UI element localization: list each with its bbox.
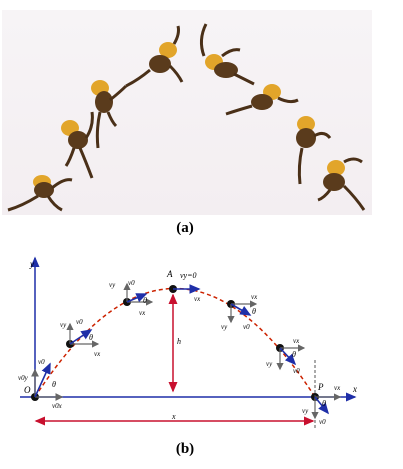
v0-vector-landing (314, 396, 330, 415)
vx-label-2: vx (139, 309, 146, 317)
photo-panel: (a) (2, 10, 372, 236)
vy-label-4: vy (221, 323, 228, 331)
vy-label-landing: vy (302, 407, 309, 415)
theta-label-landing: θ (322, 399, 326, 408)
monkey-figure-6 (225, 84, 299, 116)
projectile-diagram: y x O θ v0 v0y v0x vy v0 θ vx vy v0 (18, 256, 357, 457)
v0-label-4: v0 (243, 323, 250, 331)
v0-vector-4 (230, 303, 252, 316)
x-axis-label: x (352, 384, 357, 394)
theta-label-1: θ (89, 333, 93, 342)
v0-label-origin: v0 (38, 358, 45, 366)
vx-label-4: vx (251, 293, 258, 301)
v0-label-1: v0 (76, 318, 83, 326)
vx-label-landing: vx (334, 384, 341, 392)
v0-vector-2 (126, 293, 148, 303)
v0-vector-5 (279, 347, 297, 366)
v0x-label: v0x (52, 402, 63, 410)
v0-label-2: v0 (128, 279, 135, 287)
apex-label: A (166, 269, 173, 279)
range-label: x (171, 412, 176, 421)
vx-label-5: vx (293, 337, 300, 345)
caption-b: (b) (176, 441, 194, 457)
v0-vector-origin (34, 362, 51, 398)
monkey-figure-3 (91, 80, 128, 149)
projectile-diagram-panel: y x O θ v0 v0y v0x vy v0 θ vx vy v0 (0, 240, 403, 465)
monkey-figure-5 (199, 23, 255, 86)
v0-label-landing: v0 (319, 418, 326, 426)
vy-label-5: vy (266, 360, 273, 368)
caption-a: (a) (176, 220, 194, 236)
vy-label-2: vy (109, 281, 116, 289)
monkey-figure-8 (317, 157, 366, 211)
theta-label-5: θ (292, 350, 296, 359)
origin-label: O (24, 385, 31, 395)
v0y-label: v0y (18, 374, 29, 382)
monkey-figure-2 (61, 111, 94, 179)
vy-label-1: vy (60, 321, 67, 329)
monkey-figure-1 (7, 175, 73, 212)
y-axis-label: y (29, 259, 34, 269)
landing-label: P (317, 382, 324, 392)
vx-label-1: vx (94, 350, 101, 358)
monkey-leap-photo: (a) (2, 10, 372, 236)
theta-label-origin: θ (52, 380, 56, 389)
vy-zero-label: vy=0 (180, 271, 197, 280)
monkey-figure-4 (125, 25, 184, 88)
monkey-figure-7 (296, 116, 332, 185)
theta-label-4: θ (252, 307, 256, 316)
vx-label-apex: vx (194, 295, 201, 303)
v0-vector-1 (69, 329, 93, 345)
theta-label-2: θ (143, 296, 147, 305)
trajectory-curve (34, 287, 316, 398)
height-label: h (177, 337, 181, 346)
v0-label-5: v0 (293, 367, 300, 375)
